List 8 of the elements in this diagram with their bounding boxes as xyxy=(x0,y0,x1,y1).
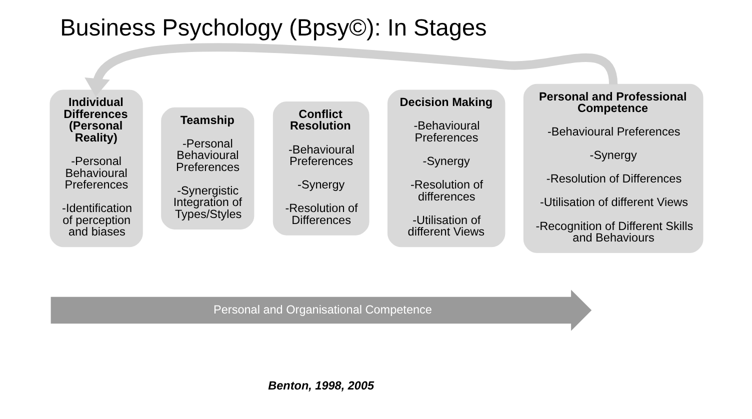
node-box: Teamship -Personal Behavioural Preferences -Synergistic Integration of Types/Styles xyxy=(160,107,254,230)
diagram-title: Business Psychology (Bpsy©): In Stages xyxy=(60,14,486,40)
node-box: Decision Making -Behavioural Preferences -Synergy -Resolution of differences -Utilisation of different Views xyxy=(386,90,505,248)
node-box: Personal and Professional Competence -Behavioural Preferences -Synergy -Resolution of Differences -Utilisation of different Views -Recognition of Different Skills and Behaviours xyxy=(522,84,703,254)
node-box: Individual Differences (Personal Reality) -Personal Behavioural Preferences -Identification of perception and biases xyxy=(49,90,142,248)
node-box: Conflict Resolution -Behavioural Preferences -Synergy -Resolution of Differences xyxy=(272,102,369,236)
label: Benton, 1998, 2005 xyxy=(268,379,374,392)
arrow xyxy=(84,43,618,97)
